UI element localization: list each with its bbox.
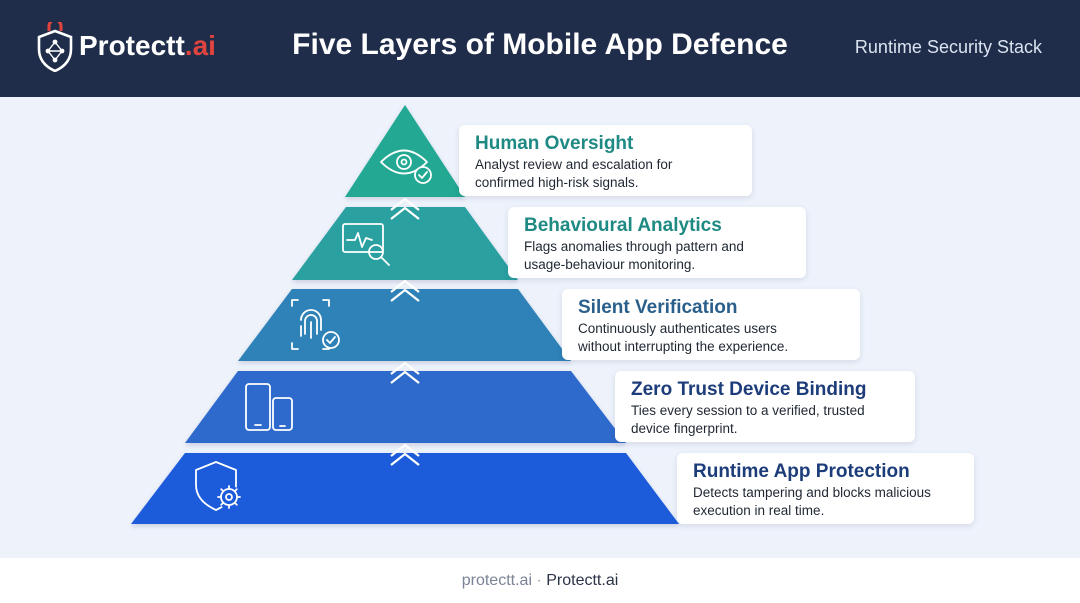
layer-card-zero-trust-device-binding: Zero Trust Device Binding Ties every ses…: [615, 371, 915, 442]
layer-card-silent-verification: Silent Verification Continuously authent…: [562, 289, 860, 360]
footer-site: protectt.ai: [461, 572, 532, 589]
chevron-up-icon: [390, 279, 420, 302]
page-title: Five Layers of Mobile App Defence: [292, 28, 788, 61]
chevron-up-icon: [390, 361, 420, 384]
layer-description-line: confirmed high-risk signals.: [475, 175, 639, 190]
eye-check-icon: [380, 149, 432, 184]
layer-card-human-oversight: Human Oversight Analyst review and escal…: [459, 125, 752, 196]
layer-description-line: Analyst review and escalation for: [475, 157, 673, 172]
brand-name: Protectt.ai: [79, 30, 216, 62]
layer-description-line: device fingerprint.: [631, 421, 738, 436]
footer-brand: Protectt.ai: [546, 572, 619, 589]
layer-description-line: without interrupting the experience.: [578, 339, 789, 354]
layer-title: Human Oversight: [475, 133, 634, 154]
monitor-magnifier-icon: [342, 223, 390, 266]
layer-description-line: execution in real time.: [693, 503, 825, 518]
protectt-logo-icon: [37, 22, 73, 72]
chevron-up-icon: [390, 197, 420, 220]
layer-title: Silent Verification: [578, 297, 738, 318]
layer-title: Runtime App Protection: [693, 461, 910, 482]
tablet-phone-icon: [245, 383, 293, 431]
layer-title: Behavioural Analytics: [524, 215, 722, 236]
pyramid-tier-5: [131, 453, 679, 524]
brand-suffix: .ai: [184, 30, 216, 61]
header-bar: Protectt.ai Five Layers of Mobile App De…: [0, 0, 1080, 97]
pyramid-tier-3: [238, 289, 571, 361]
pyramid-tier-4: [185, 371, 626, 443]
shield-gear-icon: [195, 461, 241, 511]
pyramid-tier-2: [292, 207, 518, 280]
brand-main: Protectt: [79, 30, 185, 61]
layer-description-line: Flags anomalies through pattern and: [524, 239, 744, 254]
fingerprint-check-icon: [291, 299, 340, 350]
layer-description-line: usage-behaviour monitoring.: [524, 257, 696, 272]
layer-description-line: Detects tampering and blocks malicious: [693, 485, 931, 500]
layer-description-line: Continuously authenticates users: [578, 321, 777, 336]
layer-title: Zero Trust Device Binding: [631, 379, 867, 400]
footer-bar: protectt.ai · Protectt.ai: [0, 558, 1080, 603]
layer-card-runtime-app-protection: Runtime App Protection Detects tampering…: [677, 453, 974, 524]
layer-description-line: Ties every session to a verified, truste…: [631, 403, 865, 418]
page-subtitle: Runtime Security Stack: [854, 37, 1042, 57]
chevron-up-icon: [390, 443, 420, 466]
footer-separator: ·: [536, 572, 542, 589]
layer-card-behavioural-analytics: Behavioural Analytics Flags anomalies th…: [508, 207, 806, 278]
